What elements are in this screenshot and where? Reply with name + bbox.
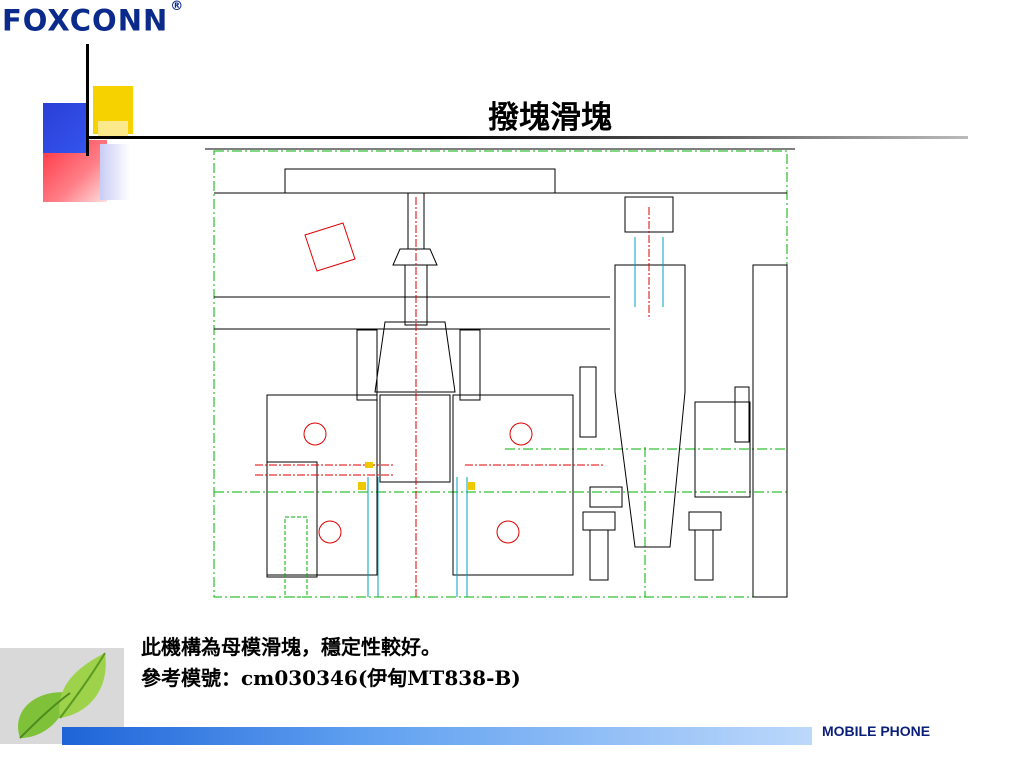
slide-title: 撥塊滑塊 bbox=[488, 100, 612, 136]
decor-light-yellow-square bbox=[98, 121, 128, 139]
decor-lavender-square bbox=[100, 144, 130, 200]
decor-blue-square bbox=[43, 103, 89, 153]
mold-drawing bbox=[205, 147, 795, 602]
caption-line-1: 此機構為母模滑塊，穩定性較好。 bbox=[141, 635, 441, 659]
logo-text: FOXCONN bbox=[2, 3, 169, 38]
foxconn-logo: FOXCONN® bbox=[2, 0, 185, 38]
footer-label: MOBILE PHONE bbox=[822, 723, 931, 739]
title-underline bbox=[88, 136, 968, 139]
caption-line-2: 參考模號：cm030346(伊甸MT838-B) bbox=[141, 666, 521, 690]
leaf-image bbox=[0, 648, 124, 744]
registered-mark: ® bbox=[170, 0, 185, 14]
footer-bar bbox=[62, 727, 812, 745]
decor-vertical-line bbox=[86, 44, 89, 156]
slide-caption: 此機構為母模滑塊，穩定性較好。 參考模號：cm030346(伊甸MT838-B) bbox=[141, 632, 521, 694]
